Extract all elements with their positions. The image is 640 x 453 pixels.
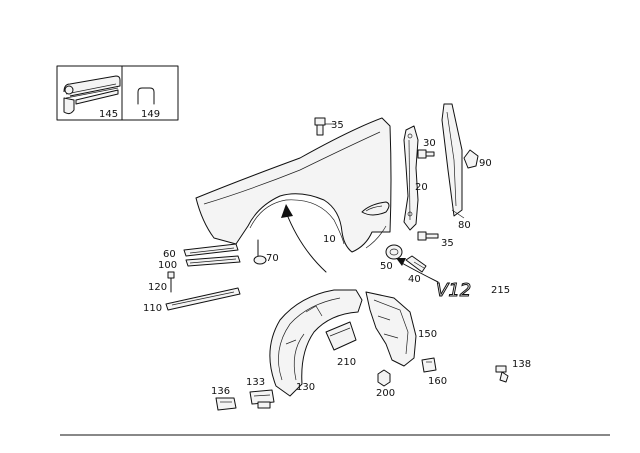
nut-200 — [377, 369, 391, 387]
clip-160 — [421, 357, 437, 373]
wheel-liner-front — [269, 289, 363, 397]
seal-strip-icon — [63, 75, 121, 115]
callout-60: 60 — [163, 249, 176, 260]
callout-20: 20 — [415, 182, 428, 193]
clip-icon — [137, 87, 155, 105]
bolt-35-lower — [417, 231, 439, 241]
small-arrow — [396, 258, 439, 283]
fender-bracket — [403, 125, 419, 231]
callout-138: 138 — [512, 359, 531, 370]
front-fender — [195, 117, 392, 253]
callout-35-top: 35 — [331, 120, 344, 131]
pin-120 — [167, 271, 175, 293]
callout-50: 50 — [380, 261, 393, 272]
callout-100: 100 — [158, 260, 177, 271]
screw-70 — [253, 239, 267, 265]
callout-90: 90 — [479, 158, 492, 169]
clip-136 — [215, 397, 237, 411]
strip-110 — [165, 287, 241, 311]
clip-133 — [249, 389, 275, 409]
callout-110: 110 — [143, 303, 162, 314]
v12-badge: V12 — [436, 280, 472, 302]
screw-35-top — [314, 117, 334, 136]
callout-150: 150 — [418, 329, 437, 340]
inset-box — [56, 65, 179, 121]
curved-arrow — [281, 204, 327, 273]
callout-149: 149 — [141, 109, 160, 120]
bolt-30 — [417, 149, 435, 159]
callout-120: 120 — [148, 282, 167, 293]
callout-215: 215 — [491, 285, 510, 296]
clip-90 — [463, 149, 479, 169]
callout-160: 160 — [428, 376, 447, 387]
callout-210: 210 — [337, 357, 356, 368]
lamp-40 — [405, 255, 427, 273]
callout-200: 200 — [376, 388, 395, 399]
v12-badge-text: V12 — [436, 280, 471, 301]
callout-133: 133 — [246, 377, 265, 388]
callout-136: 136 — [211, 386, 230, 397]
callout-10: 10 — [323, 234, 336, 245]
callout-130: 130 — [296, 382, 315, 393]
moldings — [183, 243, 241, 267]
clip-138 — [495, 365, 509, 383]
callout-40: 40 — [408, 274, 421, 285]
wheel-liner-rear — [365, 291, 417, 367]
callout-70: 70 — [266, 253, 279, 264]
callout-labels: 145 149 35 30 90 20 80 10 35 60 100 70 5… — [99, 109, 531, 399]
callout-30: 30 — [423, 138, 436, 149]
callout-145: 145 — [99, 109, 118, 120]
callout-80: 80 — [458, 220, 471, 231]
callout-35-lower: 35 — [441, 238, 454, 249]
long-strip-80 — [441, 103, 465, 219]
marker-50 — [385, 244, 403, 260]
